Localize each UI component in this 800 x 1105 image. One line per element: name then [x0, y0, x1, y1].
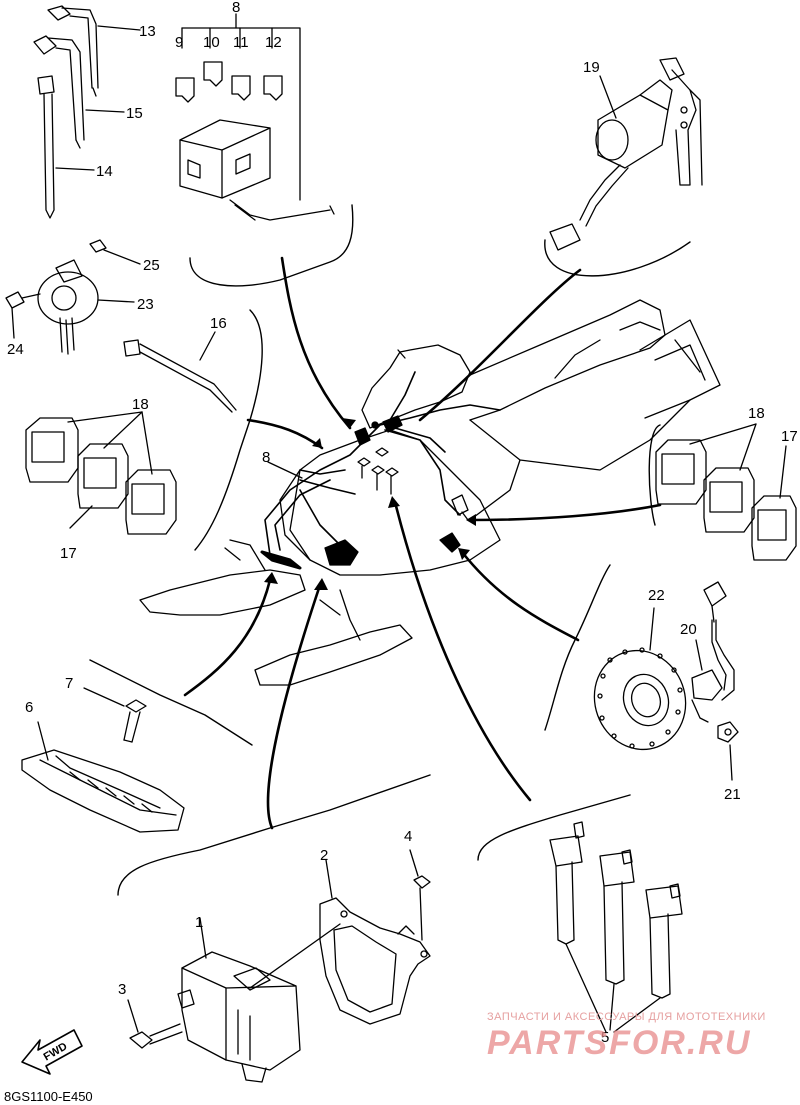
callout-9: 9: [175, 34, 184, 51]
callout-17-left: 17: [60, 545, 77, 562]
callout-22: 22: [648, 587, 665, 604]
diagram-code: 8GS1100-E450: [4, 1089, 93, 1104]
right-harness-connector: [451, 494, 469, 521]
watermark-logo: PARTSFOR.RU: [487, 1024, 752, 1062]
fuse-box-8: [175, 13, 335, 221]
center-bolts: [357, 447, 399, 495]
relays-left: [25, 411, 177, 535]
harness-connectors: [260, 415, 461, 570]
bracket-2: [319, 859, 431, 1025]
plate-6: [21, 721, 185, 833]
callout-3: 3: [118, 981, 127, 998]
callout-8-top: 8: [232, 0, 241, 16]
callout-4: 4: [404, 828, 413, 845]
callout-10: 10: [203, 34, 220, 51]
cable-tie-13: [47, 5, 99, 97]
sensor-23: [5, 239, 107, 355]
callout-11: 11: [233, 34, 249, 51]
rotor-22: [593, 607, 687, 751]
sensor-20: [691, 581, 739, 781]
callout-16: 16: [210, 315, 227, 332]
cable-tie-14: [37, 75, 55, 219]
callout-17-right: 17: [781, 428, 798, 445]
callout-2: 2: [320, 847, 329, 864]
callout-8-center: 8: [262, 449, 271, 466]
callout-5: 5: [601, 1029, 610, 1046]
cdi-unit-1: [177, 917, 341, 1083]
callout-6: 6: [25, 699, 34, 716]
callout-19: 19: [583, 59, 600, 76]
ignition-coils-5: [549, 821, 683, 1033]
callout-25: 25: [143, 257, 160, 274]
callout-1: 1: [195, 914, 204, 931]
fwd-arrow-icon: [21, 1029, 83, 1075]
cable-tie-16: [123, 339, 237, 413]
callout-21: 21: [724, 786, 741, 803]
screw-4: [409, 849, 431, 941]
watermark-tagline: ЗАПЧАСТИ И АКСЕССУАРЫ ДЛЯ МОТОТЕХНИКИ: [487, 1011, 766, 1023]
relays-right: [655, 423, 797, 561]
callout-7: 7: [65, 675, 74, 692]
callout-14: 14: [96, 163, 113, 180]
wire-harness: [264, 371, 501, 556]
number-leaders: [11, 25, 617, 479]
callout-15: 15: [126, 105, 143, 122]
callout-24: 24: [7, 341, 24, 358]
callout-13: 13: [139, 23, 156, 40]
leader-arrows: [264, 418, 476, 590]
callout-23: 23: [137, 296, 154, 313]
callout-18-left: 18: [132, 396, 149, 413]
bolt-3: [127, 999, 183, 1049]
snowmobile-body: [139, 299, 721, 686]
group-brackets: [89, 204, 691, 896]
callout-12: 12: [265, 34, 282, 51]
key-switch-19: [549, 57, 703, 251]
bolt-7: [83, 687, 147, 743]
cable-tie-15: [33, 35, 85, 149]
callout-20: 20: [680, 621, 697, 638]
callout-18-right: 18: [748, 405, 765, 422]
leader-lines: [183, 256, 662, 830]
